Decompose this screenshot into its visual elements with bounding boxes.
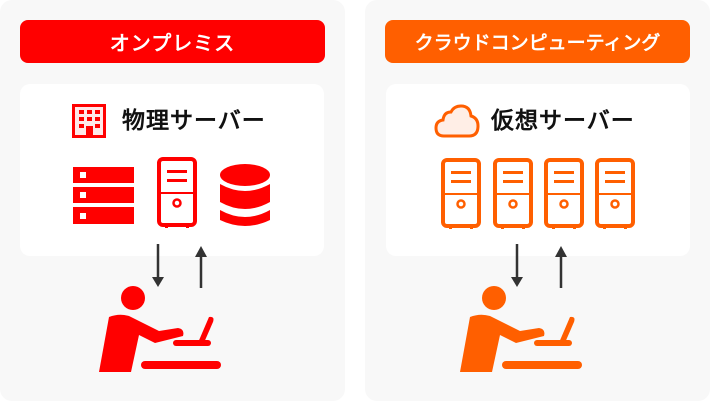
cloud-title: 仮想サーバー [491,108,635,134]
user-laptop-icon [460,286,582,372]
tower-server-icon [441,158,481,231]
onprem-title: 物理サーバー [122,108,266,134]
tower-server-icon [595,158,635,231]
data-flow-arrows [152,244,207,288]
tower-server-icon [493,158,533,231]
rack-server-icon [73,167,134,224]
cloud-icon [434,104,480,138]
user-laptop-icon [99,286,221,372]
cloud-server-box [386,84,690,256]
tower-server-icon [157,157,197,228]
virtual-servers [441,158,635,231]
cloud-banner: クラウドコンピューティング [385,20,690,63]
building-icon [72,104,106,138]
data-flow-arrows [511,244,567,288]
onprem-banner: オンプレミス [20,20,325,63]
database-icon [220,164,270,226]
tower-server-icon [544,158,584,231]
